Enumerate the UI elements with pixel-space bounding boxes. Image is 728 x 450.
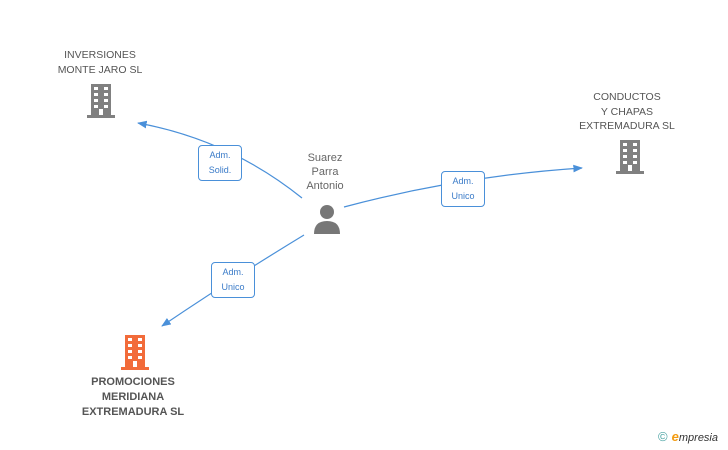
building-highlight-icon[interactable] xyxy=(119,335,151,371)
edge-label-adm-unico-promociones[interactable]: Adm. Unico xyxy=(211,262,255,298)
company-label-conductos[interactable]: CONDUCTOS Y CHAPAS EXTREMADURA SL xyxy=(579,91,675,132)
person-label[interactable]: Suarez Parra Antonio xyxy=(306,152,344,192)
edge-label-adm-unico-conductos[interactable]: Adm. Unico xyxy=(441,171,485,207)
person-icon[interactable] xyxy=(312,204,342,234)
building-icon[interactable] xyxy=(85,84,117,118)
building-icon[interactable] xyxy=(614,140,646,174)
brand-logo[interactable]: empresia xyxy=(671,429,718,444)
edge-label-adm-solid[interactable]: Adm. Solid. xyxy=(198,145,242,181)
company-label-promociones[interactable]: PROMOCIONES MERIDIANA EXTREMADURA SL xyxy=(81,376,185,418)
company-label-inversiones[interactable]: INVERSIONES MONTE JARO SL xyxy=(57,49,143,76)
copyright-icon: © xyxy=(658,429,668,444)
copyright-footer: © empresia xyxy=(658,429,718,444)
